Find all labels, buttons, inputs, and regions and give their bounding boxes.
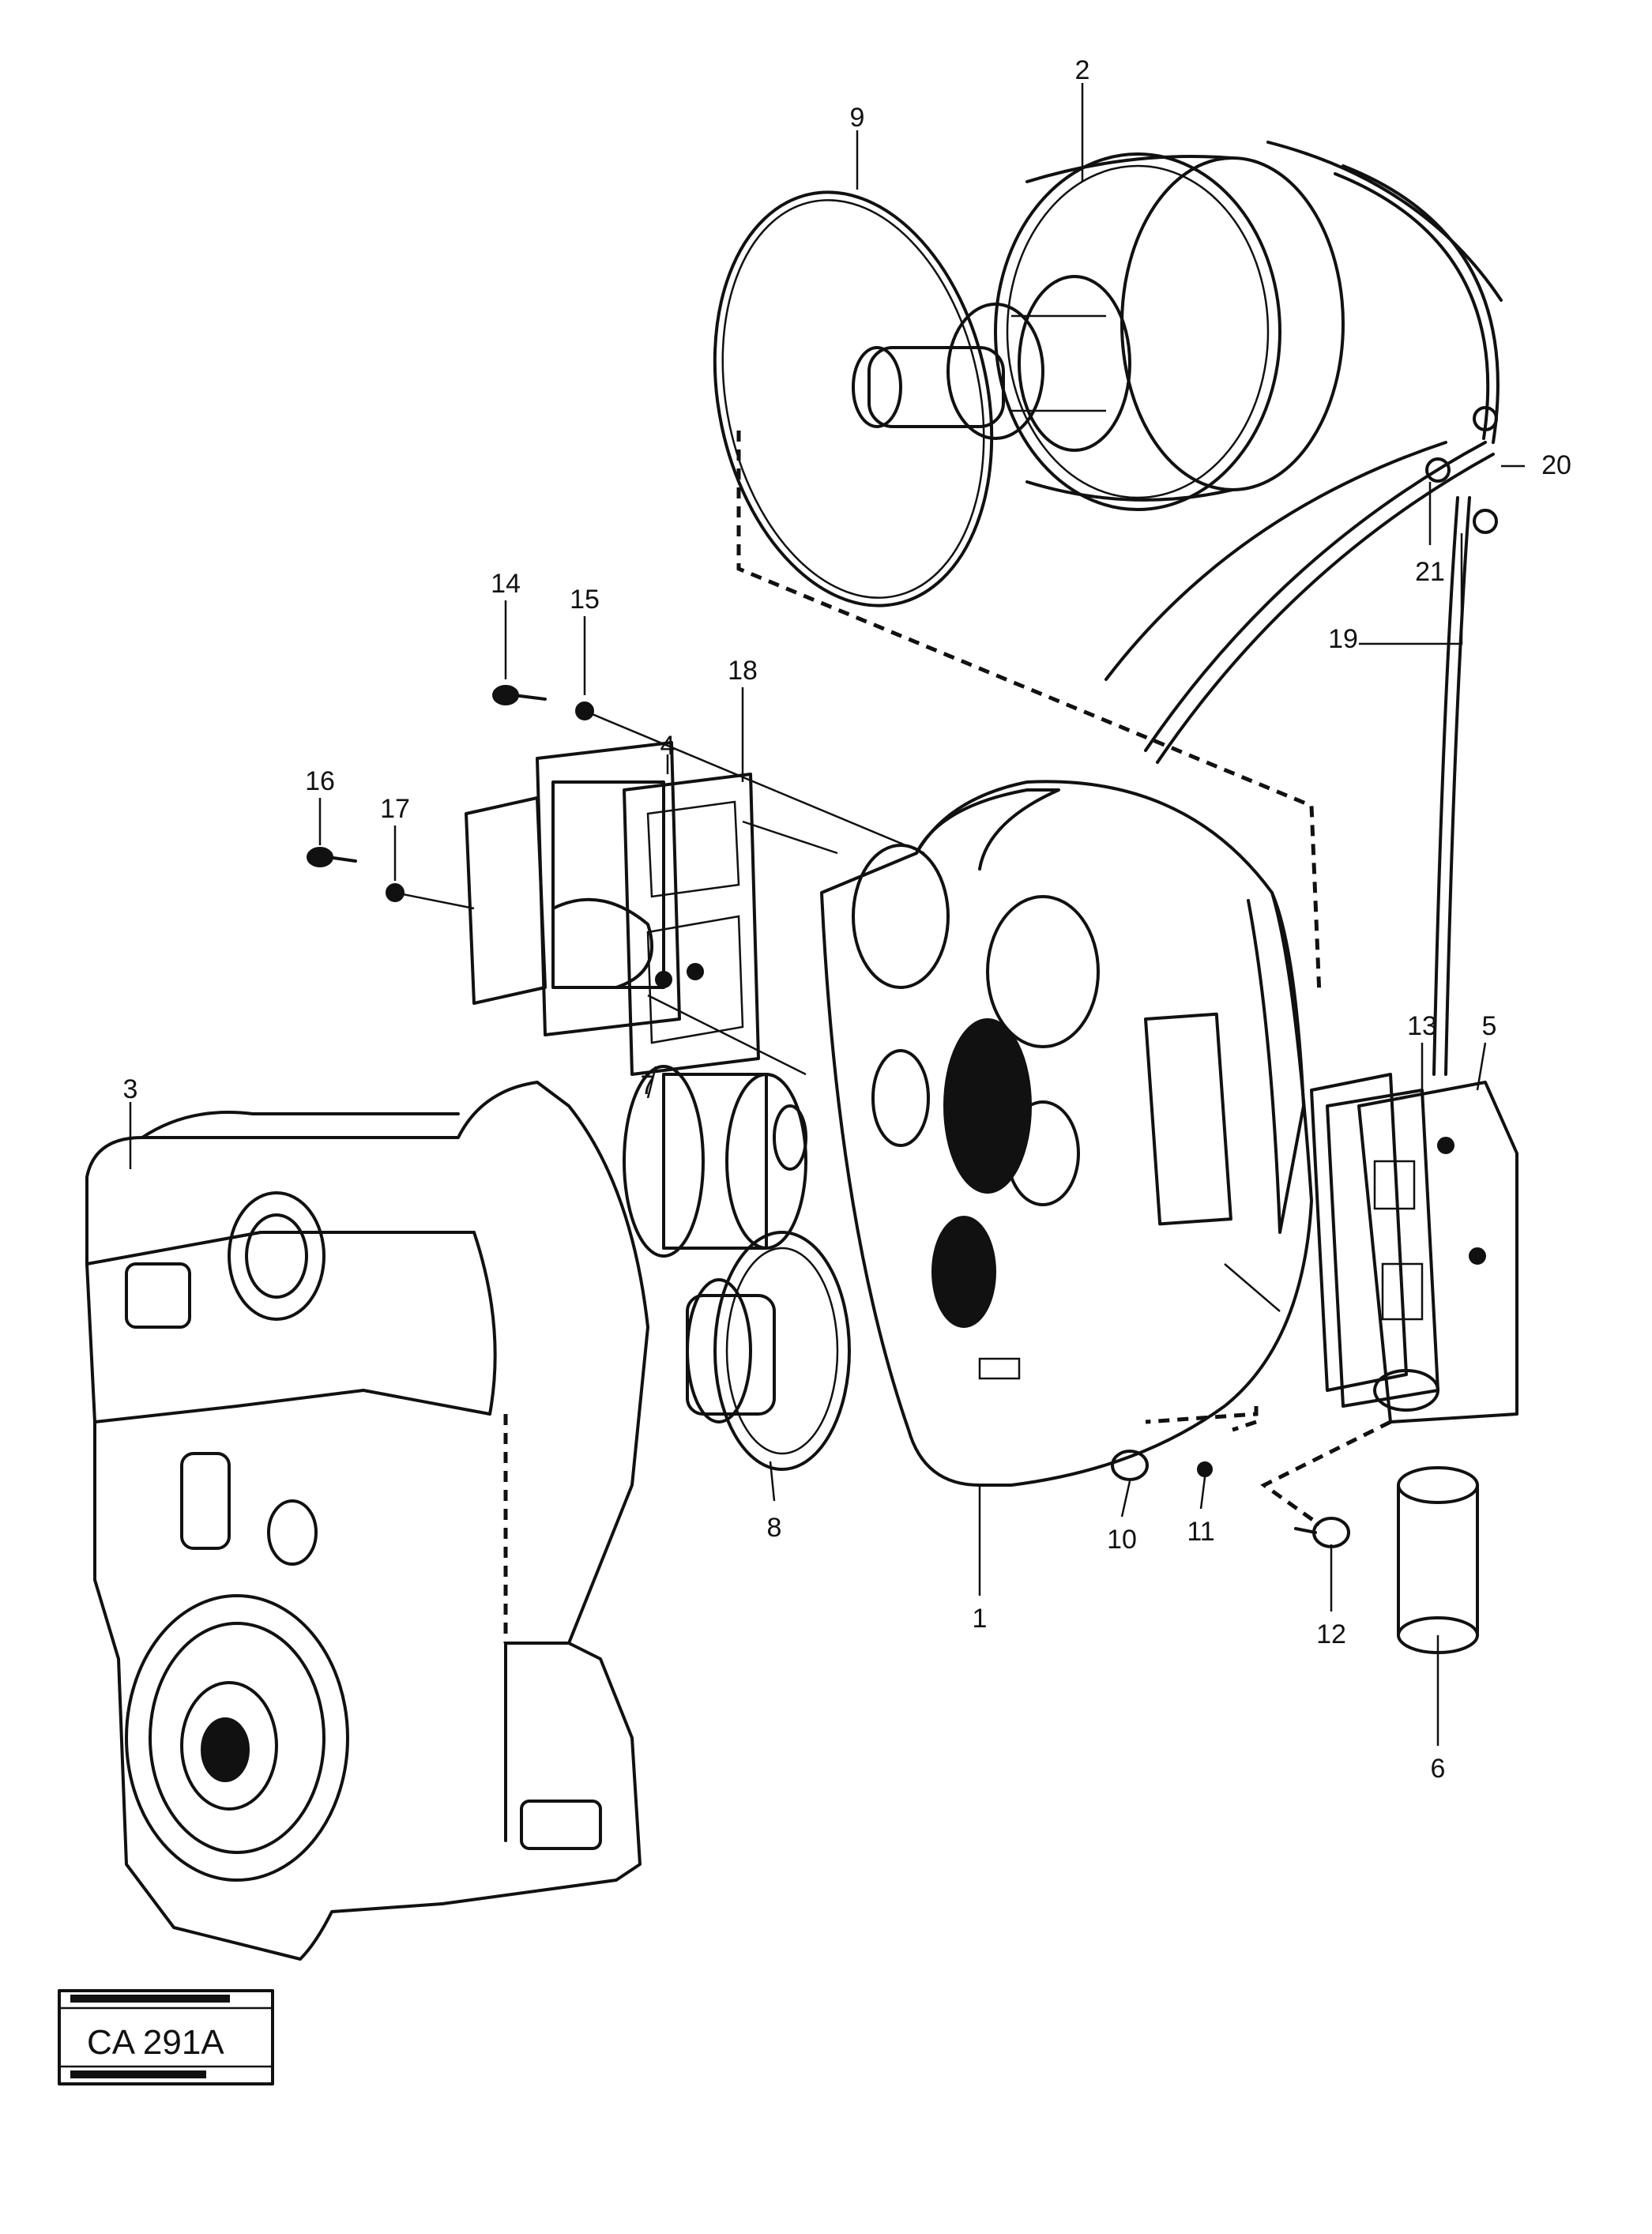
valve-gasket (1310, 1073, 1408, 1392)
torque-converter (852, 152, 1345, 511)
callout-16: 16 (305, 766, 335, 796)
callout-5: 5 (1482, 1011, 1497, 1041)
hose (1104, 141, 1503, 1076)
callout-8: 8 (767, 1513, 782, 1543)
drawing-reference-stamp: CA 291A (58, 1989, 274, 2085)
gear (686, 1231, 851, 1471)
transmission-housing (85, 1081, 649, 1961)
callout-20: 20 (1541, 450, 1571, 480)
callout-3: 3 (123, 1074, 138, 1104)
callout-7: 7 (641, 1070, 656, 1100)
callout-6: 6 (1431, 1754, 1446, 1784)
valve-block (465, 741, 681, 1036)
callout-11: 11 (1187, 1517, 1214, 1547)
callout-14: 14 (491, 569, 521, 599)
callout-labels: 1 2 3 4 5 6 7 8 9 10 11 12 13 14 15 16 1… (123, 55, 1571, 1784)
callout-19: 19 (1328, 624, 1358, 654)
callout-13: 13 (1407, 1011, 1437, 1041)
o-ring-seal (713, 190, 994, 607)
callout-12: 12 (1316, 1619, 1346, 1649)
plugs-and-fittings (1111, 1450, 1350, 1548)
clutch-shaft (623, 1065, 807, 1258)
callout-18: 18 (728, 656, 758, 686)
callout-21: 21 (1415, 557, 1445, 587)
hose-fittings (1425, 406, 1498, 534)
callout-2: 2 (1075, 55, 1090, 85)
bolts-and-washers (307, 685, 594, 902)
callout-17: 17 (380, 794, 410, 824)
control-valve (1326, 1081, 1518, 1424)
oil-filter (1397, 1466, 1479, 1654)
assembly-lines (394, 431, 1392, 1643)
callout-9: 9 (850, 103, 865, 133)
callout-1: 1 (973, 1604, 988, 1634)
drawing-code: CA 291A (87, 2023, 224, 2062)
callout-4: 4 (660, 731, 675, 761)
gasket (623, 773, 760, 1076)
callout-15: 15 (570, 585, 600, 615)
callout-10: 10 (1107, 1525, 1137, 1555)
leader-lines (129, 83, 1525, 1746)
housing-cover-plate (820, 780, 1313, 1487)
